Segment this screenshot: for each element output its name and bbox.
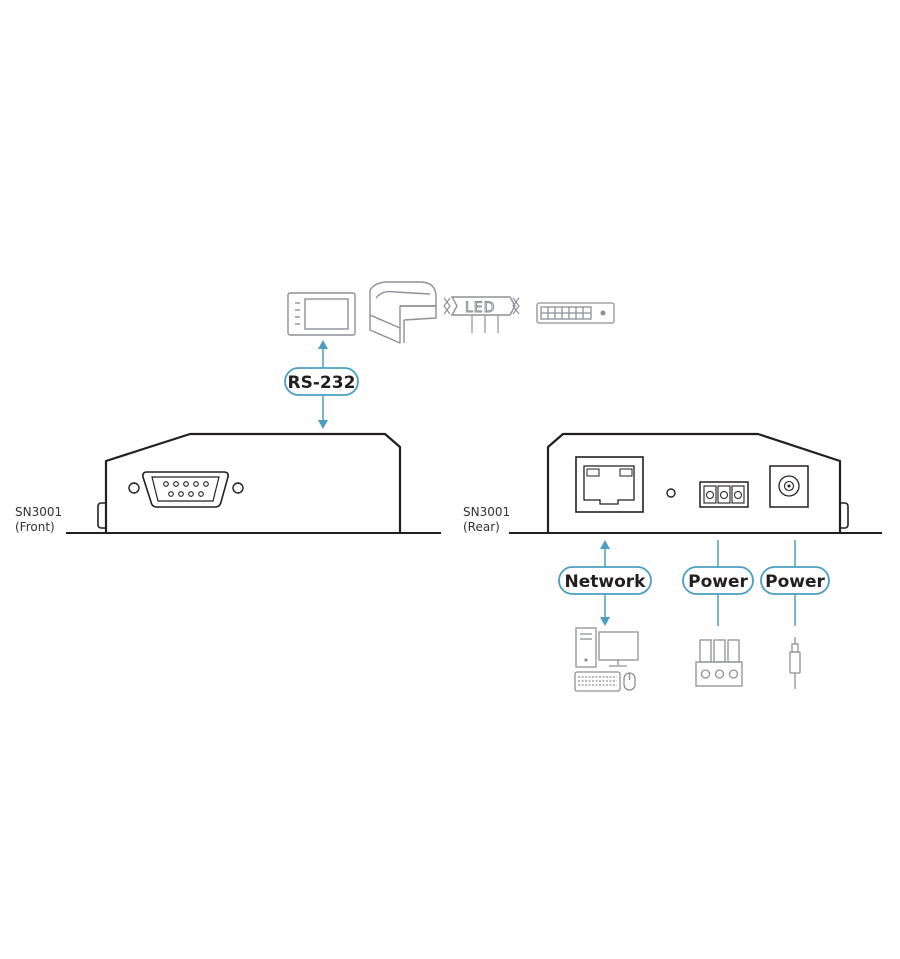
dc-power-jack — [769, 465, 809, 508]
network-label: Network — [565, 572, 647, 592]
front-view-label: (Front) — [15, 520, 55, 534]
dc-plug-icon — [789, 637, 801, 689]
rs232-connector-line — [318, 340, 328, 429]
touch-panel-icon — [287, 292, 356, 336]
terminal-block-icon — [695, 639, 743, 687]
status-led — [666, 488, 676, 498]
power-dc-label-pill: Power — [760, 566, 830, 595]
power-terminal-label: Power — [688, 572, 748, 592]
rear-device-body — [546, 432, 842, 533]
front-device-body — [104, 432, 402, 533]
projector-icon — [369, 281, 437, 344]
rj45-port — [575, 456, 644, 513]
led-sign-text: LED — [465, 300, 495, 316]
rear-model-label: SN3001 — [463, 505, 510, 519]
rear-device — [546, 432, 849, 533]
db9-port — [142, 471, 229, 508]
switch-icon — [536, 302, 615, 324]
rs232-label-pill: RS-232 — [284, 367, 359, 396]
led-sign-icon: LED — [443, 296, 520, 333]
front-device — [97, 432, 402, 533]
power-terminal-port — [699, 481, 749, 508]
rs232-label: RS-232 — [288, 373, 356, 393]
network-label-pill: Network — [558, 566, 652, 595]
computer-icon — [574, 627, 639, 692]
power-dc-label: Power — [765, 572, 825, 592]
power-terminal-label-pill: Power — [682, 566, 754, 595]
network-connector-line — [600, 540, 610, 626]
front-screw-right — [232, 482, 244, 494]
rear-view-label: (Rear) — [463, 520, 500, 534]
front-screw-left — [128, 482, 140, 494]
front-model-label: SN3001 — [15, 505, 62, 519]
